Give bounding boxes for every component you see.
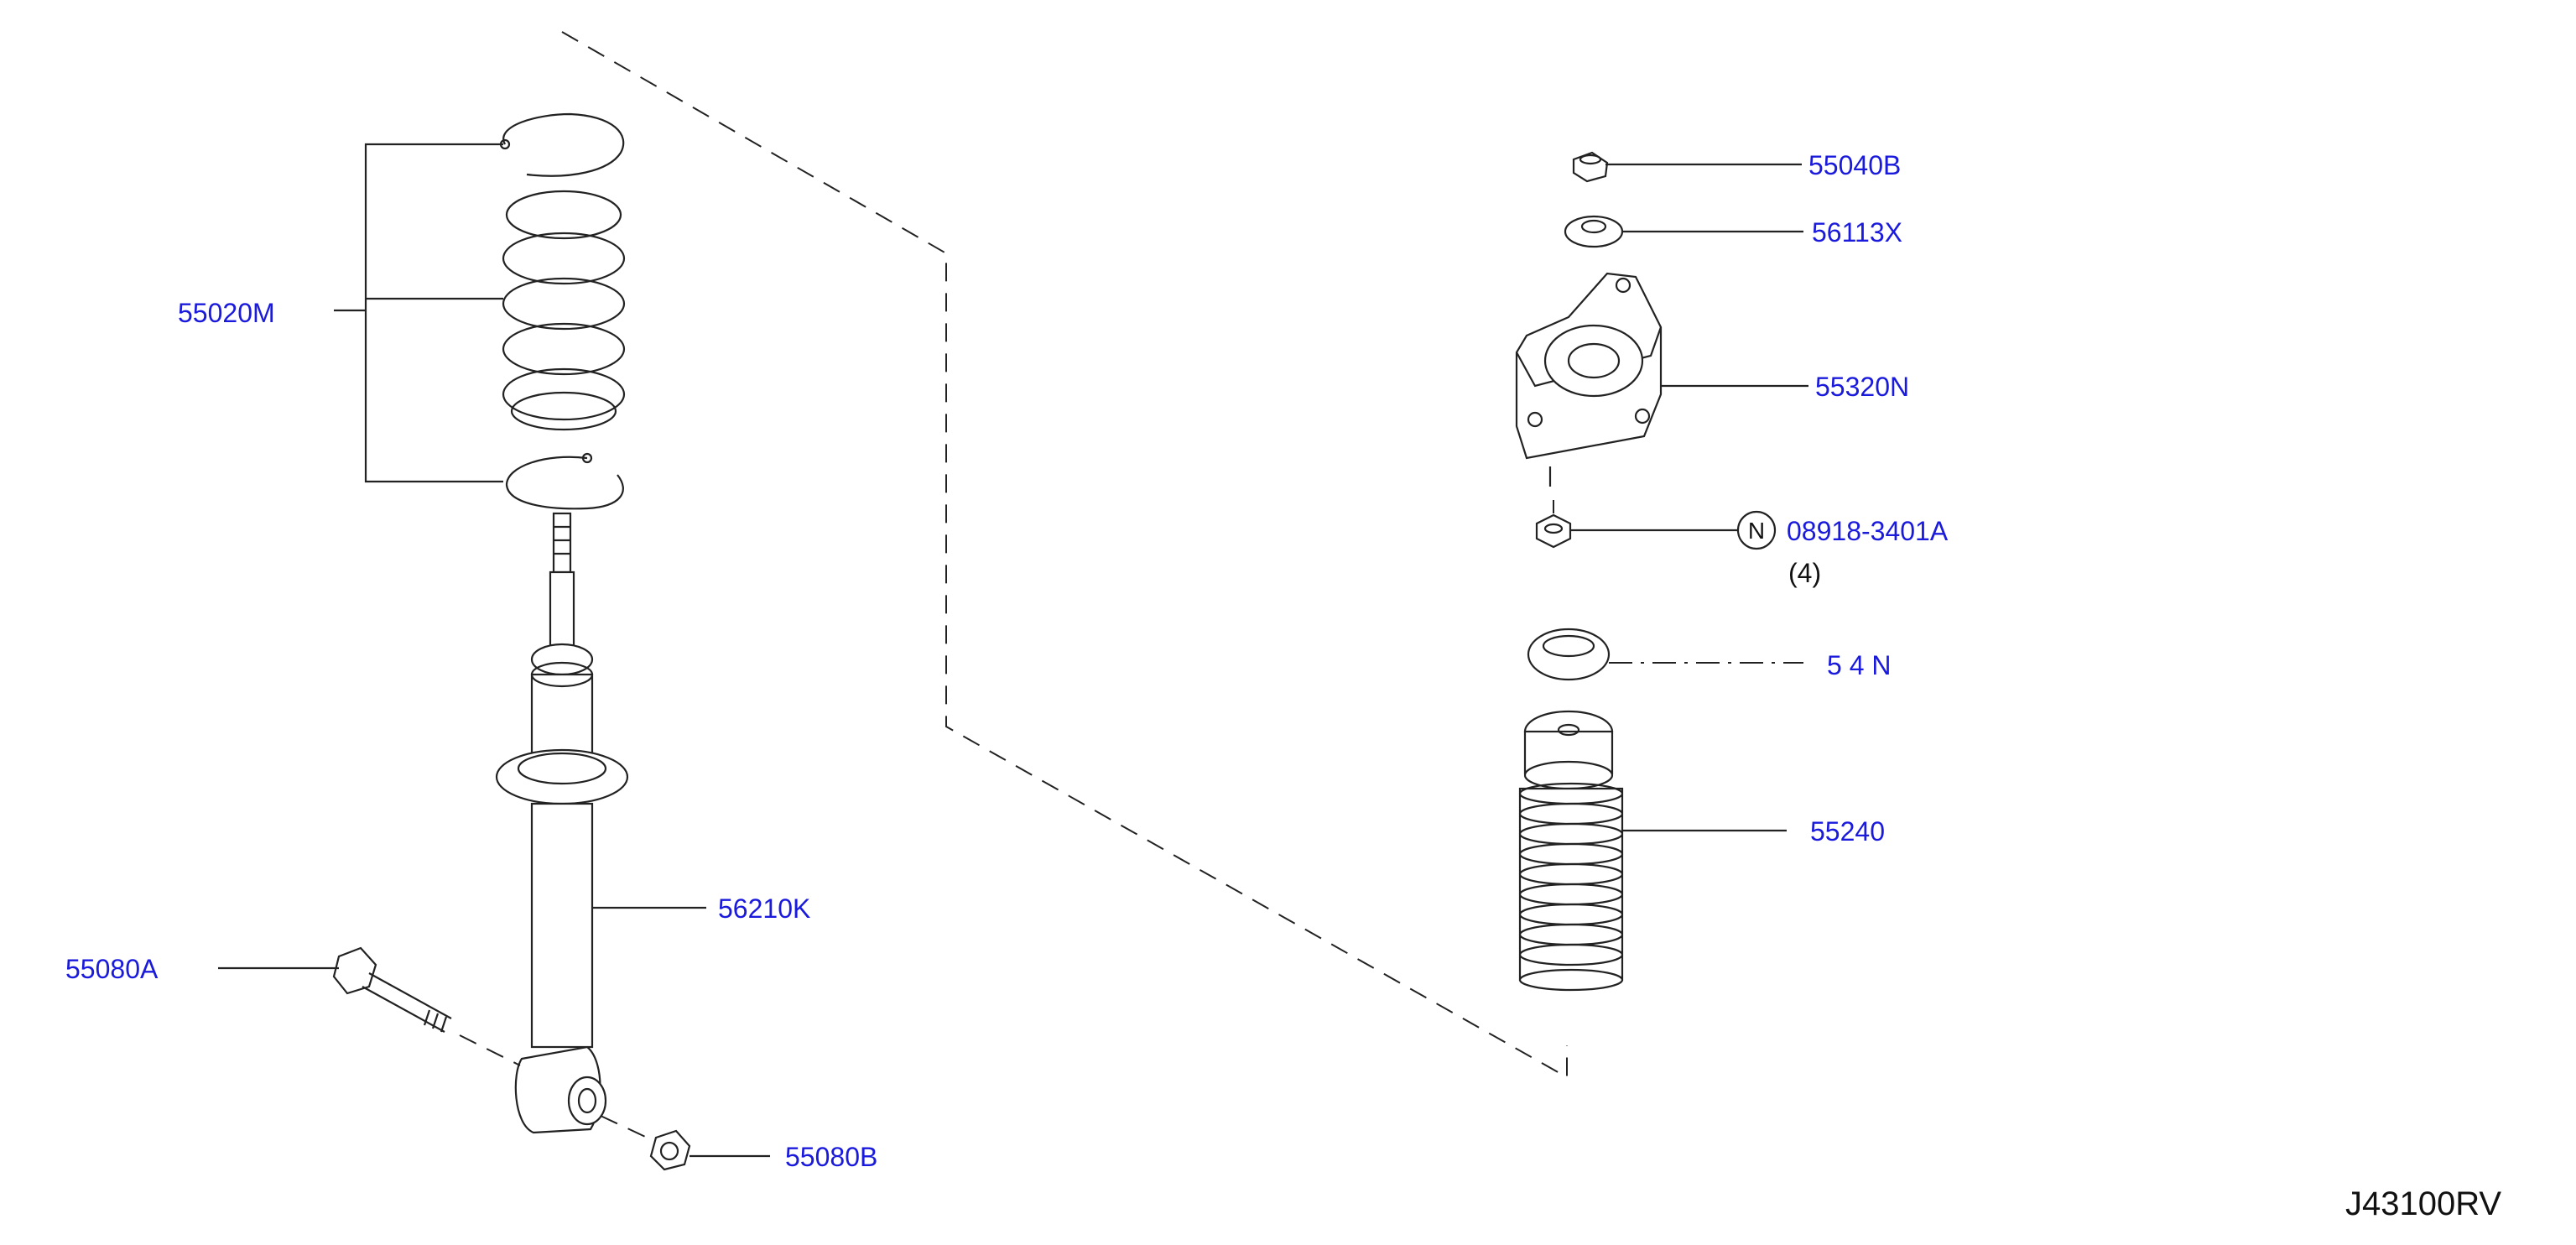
bumper-cap-drawing	[1527, 628, 1803, 681]
mount-nut-drawing	[1535, 500, 1572, 549]
new-part-badge-text: N	[1748, 518, 1765, 544]
assembly-boundary	[561, 31, 1568, 1079]
bound-bumper-drawing	[1518, 710, 1624, 992]
nut-drawing	[600, 1115, 691, 1171]
part-label-spring[interactable]: 55020M	[178, 298, 275, 328]
shock-absorber-drawing	[495, 512, 629, 1134]
top-nut-drawing	[1572, 151, 1609, 183]
bolt-drawing	[332, 946, 521, 1066]
part-label-mount[interactable]: 55320N	[1815, 372, 1909, 402]
part-label-top-nut[interactable]: 55040B	[1808, 150, 1901, 180]
part-label-bound-bumper[interactable]: 55240	[1810, 816, 1885, 846]
leader-lines	[218, 163, 1808, 1158]
part-label-washer[interactable]: 56113X	[1812, 217, 1902, 247]
part-label-nut[interactable]: 55080B	[785, 1142, 877, 1172]
new-part-badge: N	[1736, 510, 1777, 550]
spring-leader	[334, 143, 503, 483]
part-label-mount-nut[interactable]: 08918-3401A	[1787, 516, 1949, 546]
coil-spring-drawing	[499, 112, 626, 510]
part-label-strut[interactable]: 56210K	[718, 893, 810, 924]
washer-drawing	[1564, 215, 1624, 248]
part-label-bolt[interactable]: 55080A	[65, 954, 159, 984]
part-label-obscured-fragment: 5 4 N	[1827, 650, 1891, 680]
diagram-code: J43100RV	[2345, 1185, 2501, 1222]
mount-drawing	[1515, 272, 1663, 487]
quantity-label-mount-nut: (4)	[1788, 558, 1821, 588]
